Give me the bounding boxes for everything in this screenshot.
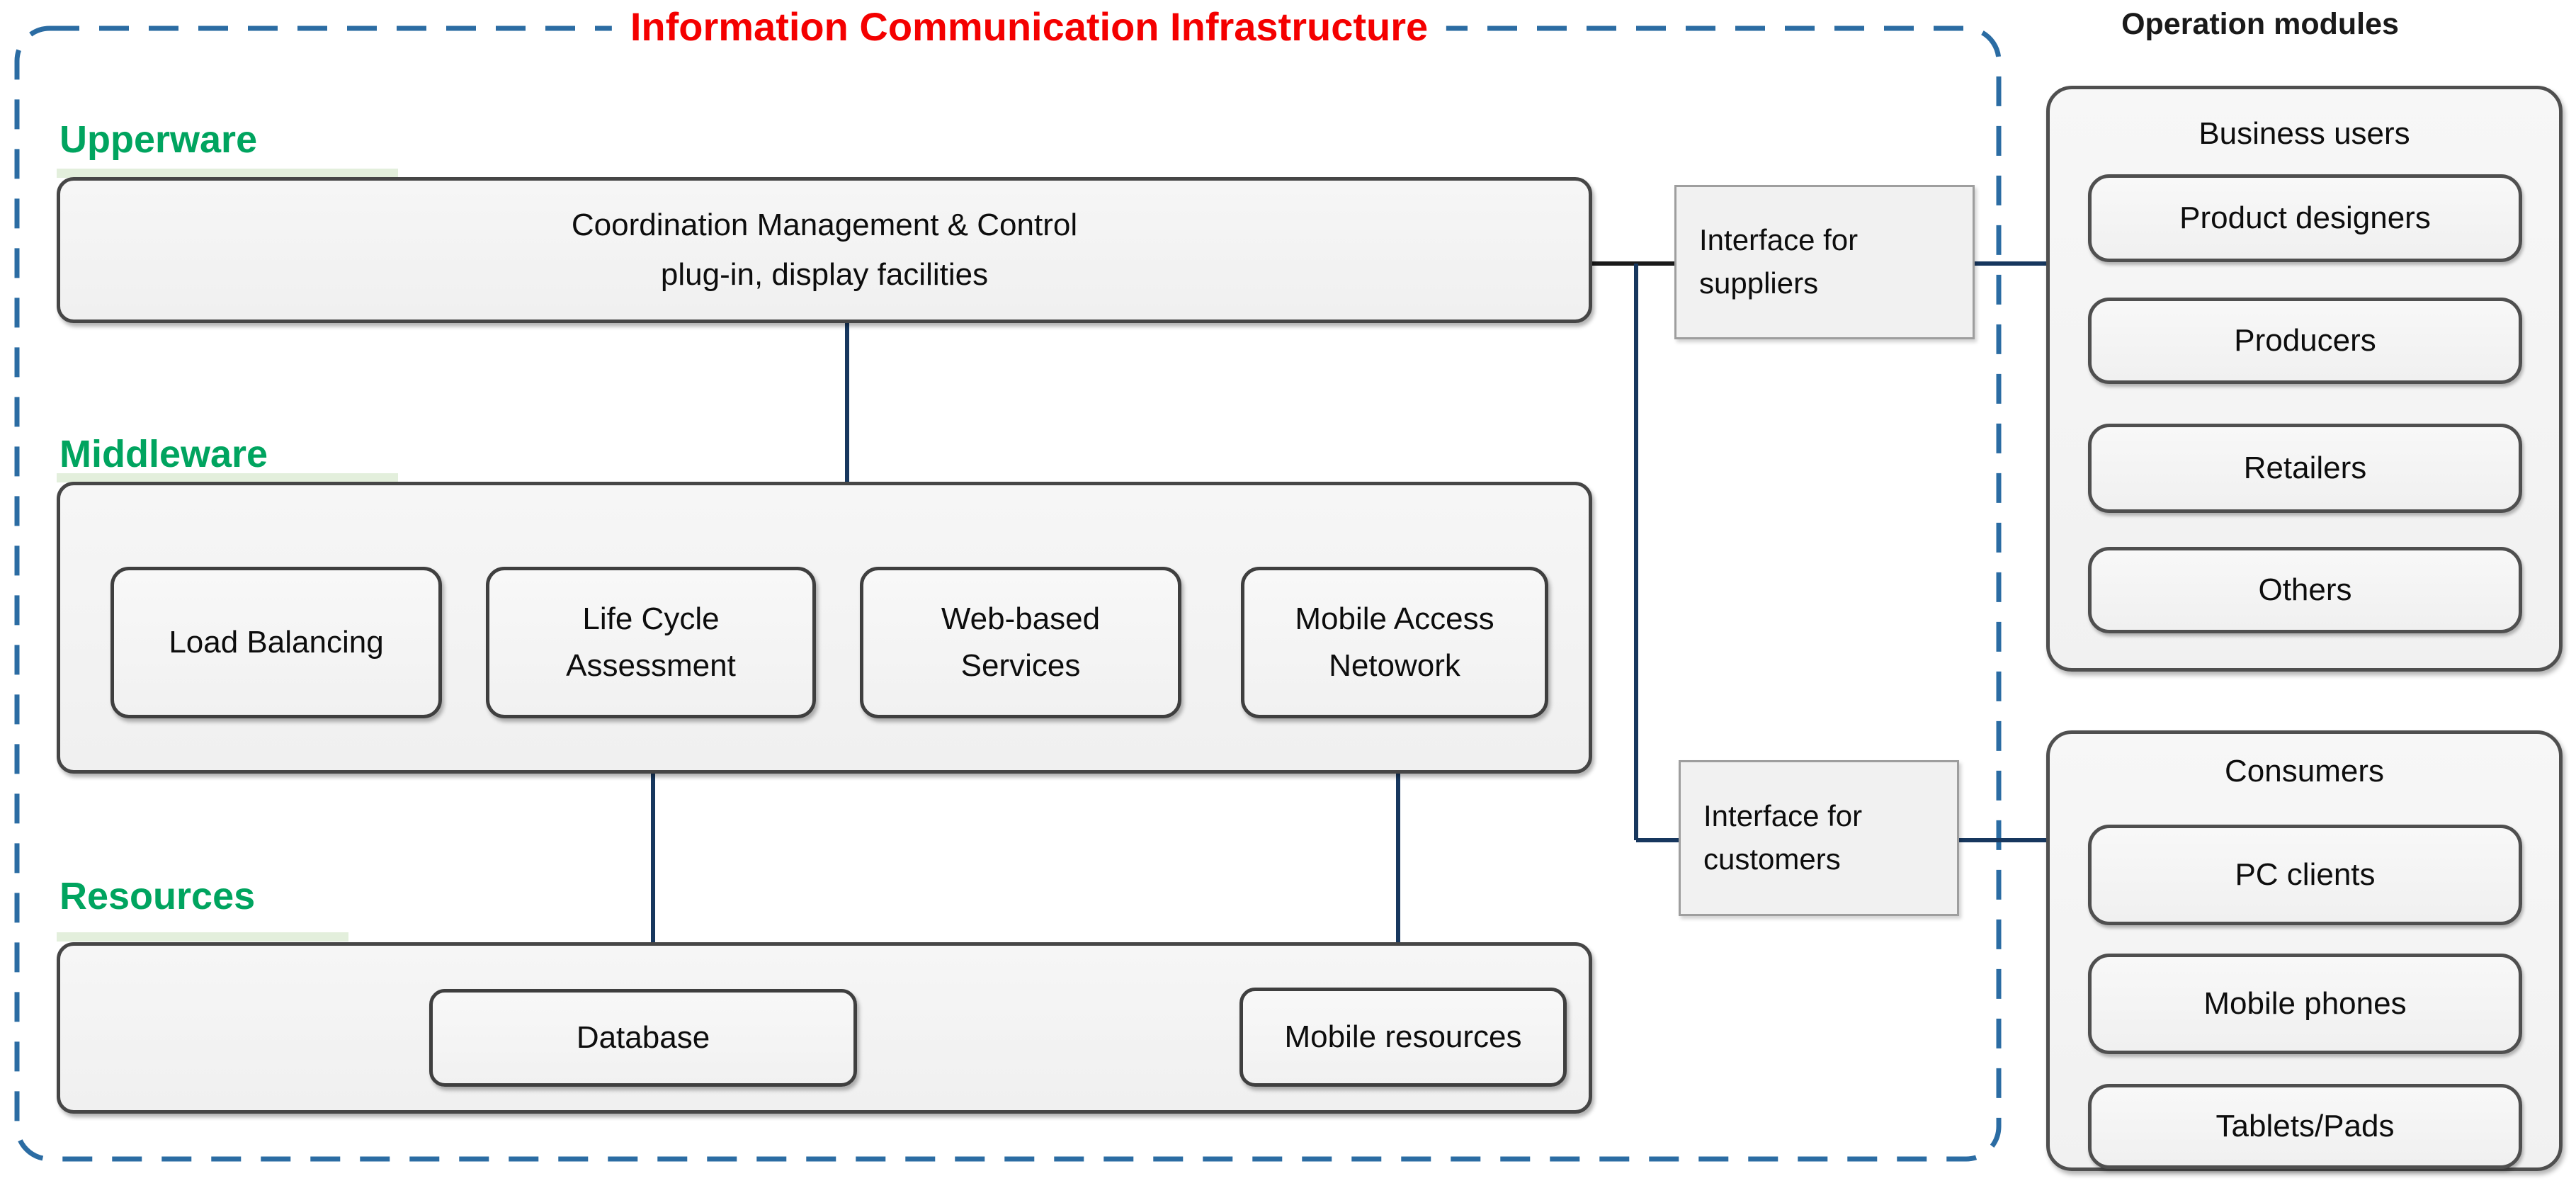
coordination-management-box: Coordination Management & Control plug-i… [57, 177, 1592, 323]
consumer-mobile-phones: Mobile phones [2088, 954, 2522, 1054]
module-load-balancing: Load Balancing [110, 567, 442, 718]
module-mobile-access-network: Mobile Access Netowork [1241, 567, 1548, 718]
business-users-panel: Business users Product designers Produce… [2046, 86, 2563, 672]
middleware-section-label: Middleware [59, 433, 268, 475]
consumers-title: Consumers [2225, 754, 2384, 788]
business-user-retailers: Retailers [2088, 424, 2522, 513]
consumers-panel: Consumers PC clients Mobile phones Table… [2046, 730, 2563, 1171]
resources-section-label: Resources [59, 875, 256, 917]
resource-mobile-resources: Mobile resources [1239, 988, 1567, 1087]
interface-for-customers-box: Interface for customers [1679, 760, 1959, 916]
business-user-product-designers: Product designers [2088, 174, 2522, 262]
upperware-section-label: Upperware [59, 118, 258, 161]
module-life-cycle-assessment: Life Cycle Assessment [486, 567, 816, 718]
diagram-title: Information Communication Infrastructure [611, 4, 1447, 50]
interface-for-suppliers-box: Interface for suppliers [1674, 185, 1975, 339]
coordination-box-line2: plug-in, display facilities [660, 257, 989, 292]
business-user-others: Others [2088, 547, 2522, 633]
resource-database: Database [429, 989, 857, 1087]
upperware-underline-bar [57, 169, 398, 178]
consumer-pc-clients: PC clients [2088, 825, 2522, 925]
operation-modules-header: Operation modules [2121, 7, 2399, 41]
consumer-tablets-pads: Tablets/Pads [2088, 1084, 2522, 1169]
coordination-box-line1: Coordination Management & Control [571, 207, 1078, 242]
business-users-title: Business users [2198, 116, 2410, 151]
business-user-producers: Producers [2088, 298, 2522, 384]
resources-underline-bar [57, 932, 348, 942]
middleware-underline-bar [57, 473, 398, 482]
module-web-based-services: Web-based Services [860, 567, 1181, 718]
